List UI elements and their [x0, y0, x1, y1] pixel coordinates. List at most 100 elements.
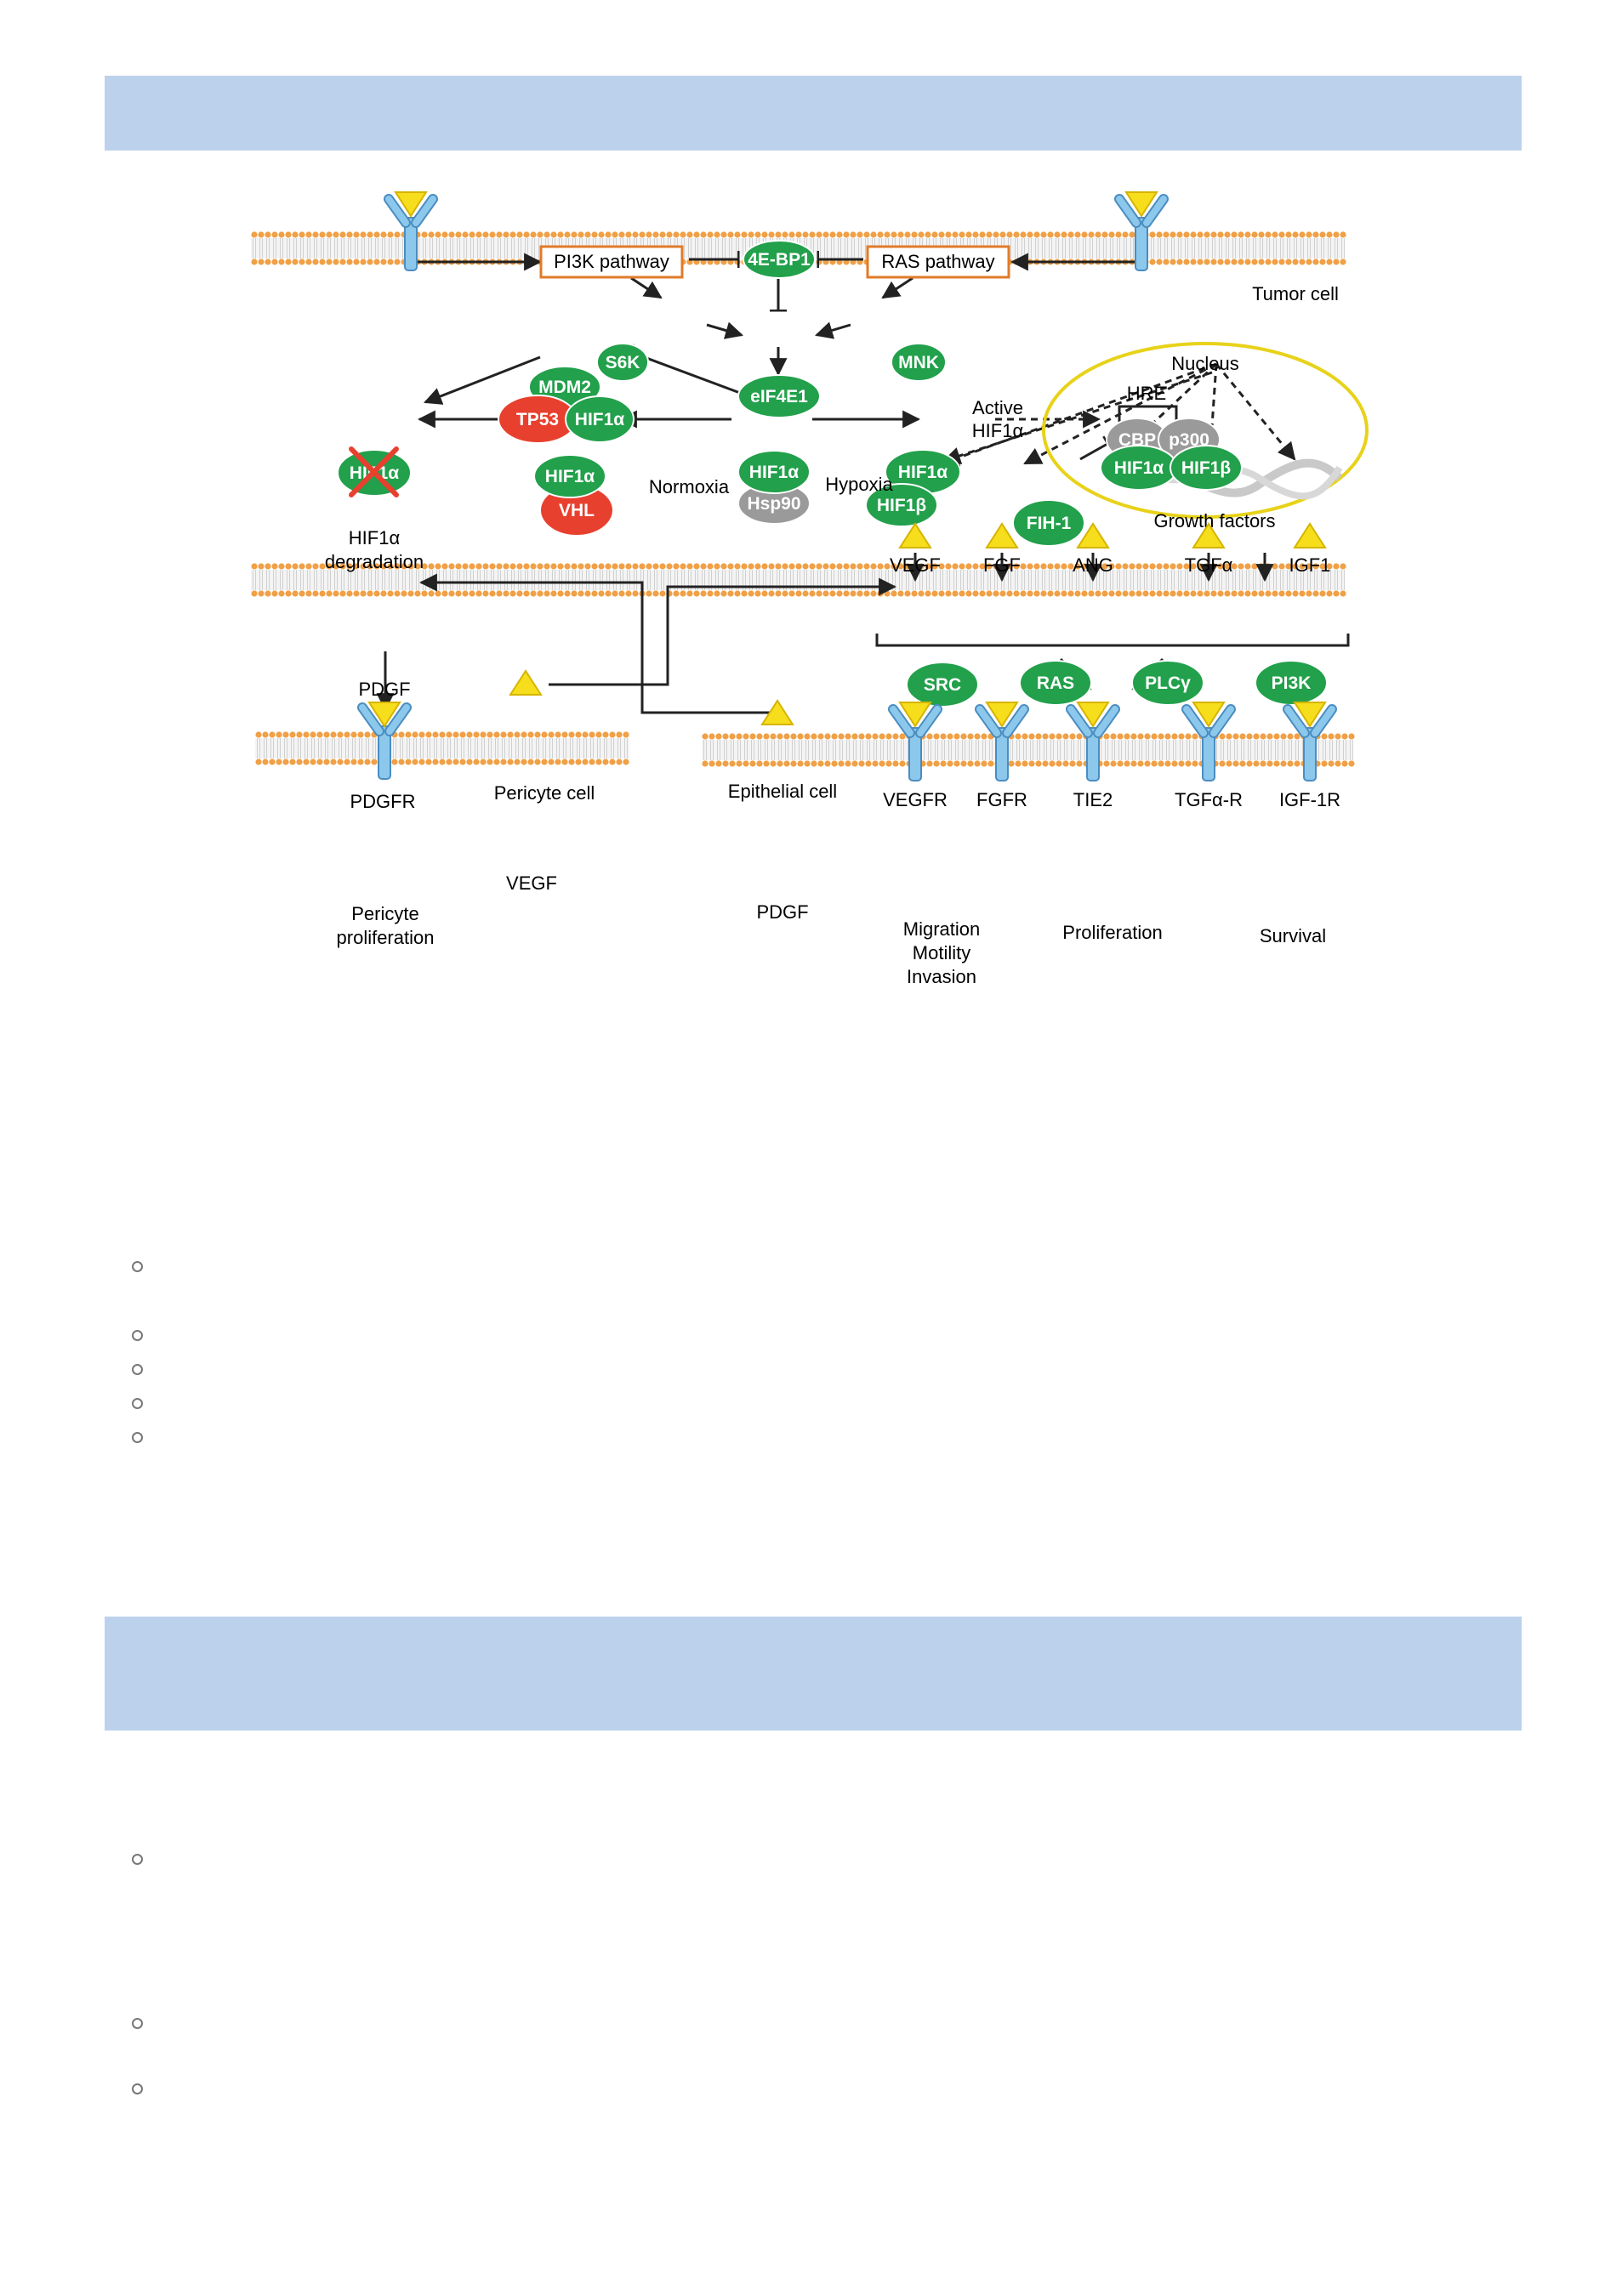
node-hif1b-active: HIF1β [865, 483, 938, 527]
pi3k-pathway-label: PI3K pathway [554, 251, 669, 272]
svg-text:HIF1α: HIF1α [575, 410, 625, 429]
svg-text:MDM2: MDM2 [538, 378, 591, 397]
receptor-label: FGFR [976, 789, 1027, 810]
active-hif1a-line2: HIF1α [972, 420, 1024, 441]
ligand-vegf [898, 522, 932, 548]
pericyte-cell-label: Pericyte cell [494, 782, 595, 804]
migration-line1: Migration [903, 918, 980, 940]
bullet-marker-icon [132, 1398, 143, 1409]
ligand-igf1 [1293, 522, 1327, 548]
svg-text:eIF4E1: eIF4E1 [750, 387, 808, 406]
svg-text:HIF1α: HIF1α [898, 463, 948, 482]
ligand-label: VEGF [890, 554, 941, 576]
bullet-marker-icon [132, 1330, 143, 1341]
migration-line3: Invasion [907, 966, 976, 987]
receptor-tumor-left [384, 194, 438, 271]
svg-text:4E-BP1: 4E-BP1 [748, 250, 811, 270]
receptor-label: TGFα-R [1175, 789, 1243, 810]
svg-text:PLCγ: PLCγ [1145, 673, 1191, 693]
bullet-marker-icon [132, 1432, 143, 1443]
node-4e-bp1: 4E-BP1 [743, 240, 816, 279]
pericyte-outcome-line1: Pericyte [351, 903, 418, 924]
hif1-signaling-diagram: PI3K pathway RAS pathway Nucleus HRE Gro… [251, 191, 1369, 987]
node-s6k: S6K [596, 343, 649, 382]
svg-text:PI3K: PI3K [1272, 673, 1312, 693]
section-header-band [105, 1617, 1522, 1731]
svg-text:HIF1α: HIF1α [749, 463, 800, 482]
ligand-bound-fgf [985, 702, 1019, 728]
svg-text:S6K: S6K [606, 353, 640, 372]
svg-text:HIF1α: HIF1α [1114, 458, 1164, 478]
bullet-marker-icon [132, 2083, 143, 2094]
receptor-fgfr [975, 704, 1029, 781]
degradation-label-line1: HIF1α [349, 527, 401, 548]
ligand-bound-ang [1076, 702, 1110, 728]
section-header-band [105, 76, 1522, 151]
pericyte-outcome-line2: proliferation [337, 927, 435, 948]
svg-text:Hsp90: Hsp90 [747, 494, 800, 514]
ligand-vegf-free [509, 669, 543, 696]
receptor-tie2 [1066, 704, 1120, 781]
pdgfr-label: PDGFR [350, 791, 416, 812]
ligand-tumor-left [394, 191, 428, 218]
ligand-label: FGF [983, 554, 1021, 576]
ligand-tumor-right [1124, 191, 1158, 218]
pericyte-cell-membrane [255, 731, 629, 765]
node-eif4e1: eIF4E1 [737, 374, 821, 418]
ligand-label: TGFα [1185, 554, 1233, 576]
svg-text:p300: p300 [1169, 430, 1209, 450]
hre-label: HRE [1127, 383, 1166, 404]
receptor-pdgfr [357, 702, 412, 780]
normoxia-label: Normoxia [649, 476, 730, 497]
node-hif1a-nucleus: HIF1α [1100, 445, 1178, 491]
degradation-label-line2: degradation [325, 551, 424, 572]
svg-text:HIF1α: HIF1α [545, 467, 595, 486]
active-hif1a-line1: Active [972, 397, 1023, 418]
node-hif1a-active: HIF1α [885, 449, 961, 495]
node-src: SRC [906, 662, 979, 708]
ligand-fgf [985, 522, 1019, 548]
node-hif1a-vhl: HIF1α [533, 454, 606, 498]
nucleus-label: Nucleus [1171, 353, 1238, 374]
bullet-marker-icon [132, 1261, 143, 1272]
svg-text:VHL: VHL [559, 501, 595, 520]
nucleus-outline [1042, 342, 1369, 519]
tumor-cell-label: Tumor cell [1252, 283, 1339, 304]
receptor-tgfr [1181, 704, 1236, 781]
svg-text:RAS: RAS [1037, 673, 1074, 693]
ligand-label: IGF1 [1289, 554, 1331, 576]
receptor-igf1r [1283, 704, 1337, 781]
receptor-vegfr [888, 704, 942, 781]
ligand-pdgf-free [760, 699, 794, 725]
pdgf-top-label: PDGF [358, 679, 410, 700]
bullet-marker-icon [132, 1854, 143, 1865]
svg-text:HIF1β: HIF1β [1181, 458, 1232, 478]
node-hif1a-mdm2: HIF1α [565, 395, 635, 443]
node-hif1b-nucleus: HIF1β [1170, 445, 1243, 491]
receptor-label: IGF-1R [1279, 789, 1340, 810]
bullet-marker-icon [132, 2018, 143, 2029]
migration-line2: Motility [913, 942, 970, 963]
node-hsp90: Hsp90 [737, 482, 811, 525]
epithelial-cell-membrane [702, 733, 1355, 767]
epithelial-cell-label: Epithelial cell [728, 781, 837, 802]
node-plcg: PLCγ [1131, 660, 1204, 706]
bullet-marker-icon [132, 1364, 143, 1375]
hypoxia-label: Hypoxia [825, 474, 893, 495]
svg-text:SRC: SRC [924, 675, 961, 695]
receptor-label: TIE2 [1073, 789, 1113, 810]
survival-label: Survival [1260, 925, 1326, 946]
node-fih-1: FIH-1 [1012, 499, 1085, 547]
node-hif1a-center: HIF1α [737, 450, 811, 494]
free-vegf-label: VEGF [506, 872, 557, 894]
receptor-tumor-right [1114, 194, 1169, 271]
proliferation-label: Proliferation [1062, 922, 1162, 943]
node-tp53: TP53 [498, 395, 578, 444]
ligand-tgf [1192, 522, 1226, 548]
free-pdgf-label: PDGF [756, 901, 808, 923]
node-ras: RAS [1019, 660, 1092, 706]
ligand-bound-igf1 [1293, 702, 1327, 728]
degradation-cross-icon [349, 446, 399, 497]
ligand-pdgf-bound [367, 702, 401, 728]
ligand-bound-tgf [1192, 702, 1226, 728]
